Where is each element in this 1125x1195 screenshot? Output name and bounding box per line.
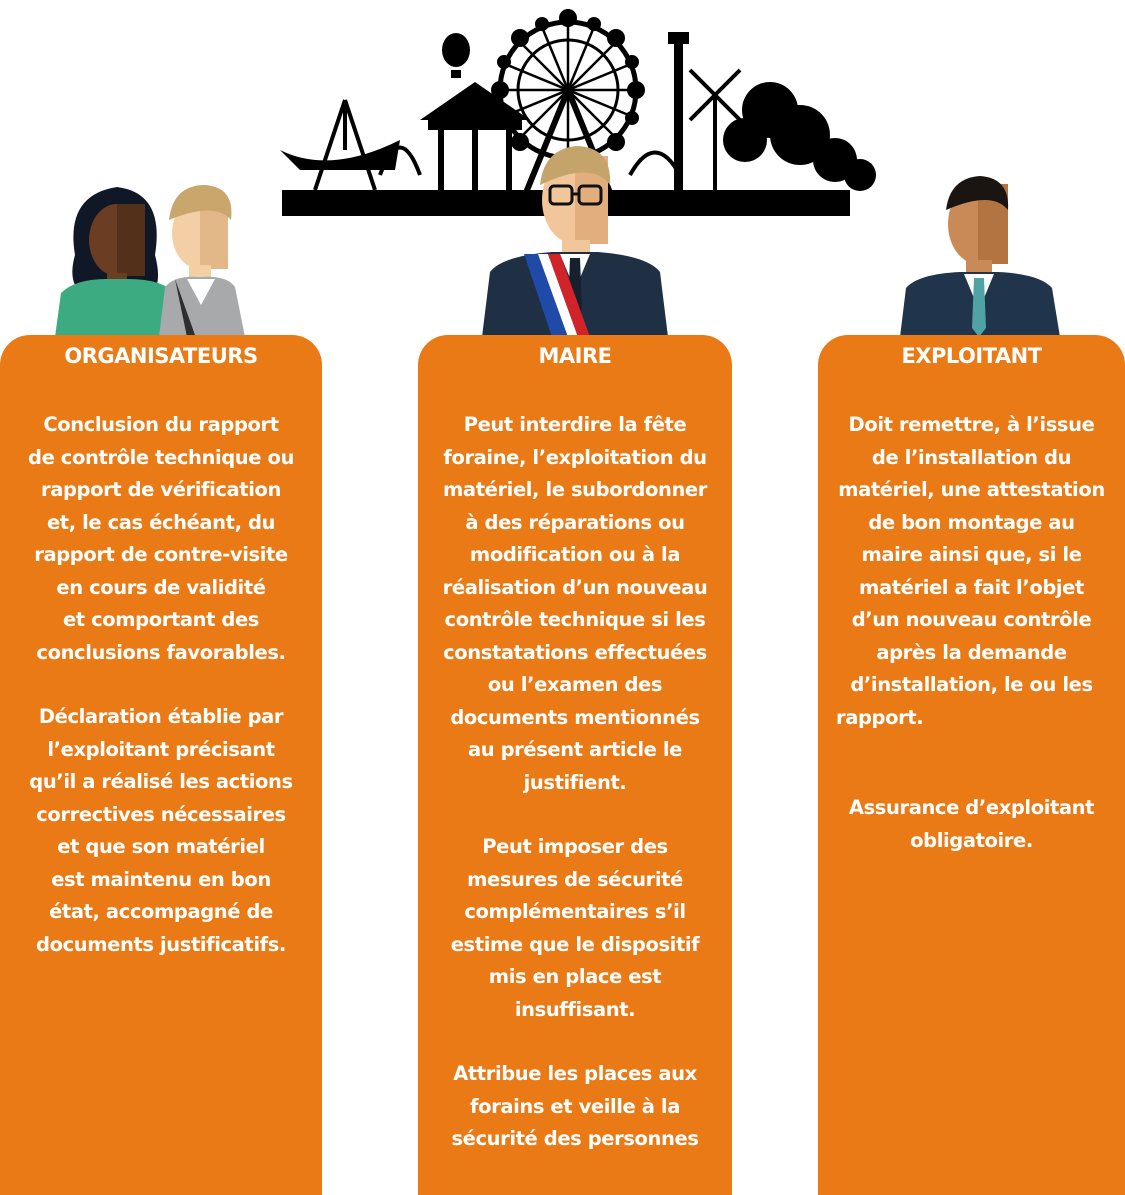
text-line: ou l’examen des [487, 673, 663, 696]
paragraph: Assurance d’exploitant obligatoire. [818, 792, 1125, 857]
text-line: Doit remettre, à l’issue [848, 413, 1095, 436]
column-title: EXPLOITANT [901, 344, 1042, 368]
column-body: Doit remettre, à l’issue de l’installati… [818, 409, 1125, 857]
text-line: de l’installation du [871, 445, 1072, 469]
text-line: matériel, le subordonner [443, 478, 707, 501]
text-line: et comportant des [62, 608, 260, 631]
mayor-person-icon [482, 146, 668, 337]
text-line: l’exploitant précisant [47, 737, 275, 761]
organizers-column: ORGANISATEURS Conclusion du rapport de c… [0, 335, 322, 1195]
text-line: mis en place est [488, 965, 662, 988]
column-title: ORGANISATEURS [64, 344, 258, 368]
text-line: foraine, l’exploitation du [443, 445, 707, 469]
text-line: état, accompagné de [49, 900, 273, 923]
organizers-people-icon [55, 185, 245, 337]
text-line: Assurance d’exploitant [848, 796, 1095, 819]
text-line: Peut interdire la fête [463, 413, 687, 436]
text-line: de bon montage au [868, 510, 1075, 534]
text-line: forains et veille à la [470, 1094, 680, 1118]
text-line: documents justificatifs. [36, 932, 286, 956]
paragraph: Peut interdire la fête foraine, l’exploi… [418, 409, 732, 799]
mayor-column: MAIRE Peut interdire la fête foraine, l’… [418, 335, 732, 1195]
text-line: documents mentionnés [450, 705, 700, 729]
text-line: et, le cas échéant, du [46, 510, 276, 534]
text-line: réalisation d’un nouveau [442, 575, 708, 599]
paragraph: Doit remettre, à l’issue de l’installati… [818, 409, 1125, 734]
text-line: Déclaration établie par [38, 705, 284, 728]
text-line: contrôle technique si les [444, 608, 706, 631]
text-line: qu’il a réalisé les actions [29, 770, 293, 793]
text-line: à des réparations ou [465, 510, 685, 534]
paragraph: Déclaration établie par l’exploitant pré… [0, 701, 322, 961]
paragraph: Peut imposer des mesures de sécurité com… [418, 831, 732, 1026]
text-line: est maintenu en bon [51, 867, 271, 891]
paragraph: Conclusion du rapport de contrôle techni… [0, 409, 322, 669]
operator-column: EXPLOITANT Doit remettre, à l’issue de l… [818, 335, 1125, 1195]
text-line: rapport de contre-visite [34, 543, 288, 566]
text-line: d’installation, le ou les [850, 673, 1093, 696]
text-line: Attribue les places aux [453, 1062, 697, 1085]
text-line: Conclusion du rapport [43, 413, 279, 436]
text-line: de contrôle technique ou [28, 445, 294, 469]
text-line: matériel a fait l’objet [859, 575, 1084, 599]
text-line: modification ou à la [469, 543, 681, 566]
column-title: MAIRE [538, 344, 612, 368]
fairground-silhouette-icon [280, 9, 876, 216]
text-line: insuffisant. [514, 997, 636, 1021]
text-line: obligatoire. [910, 828, 1033, 852]
text-line: après la demande [876, 640, 1067, 664]
text-line: rapport. [836, 705, 924, 729]
text-line: en cours de validité [56, 575, 266, 599]
column-body: Conclusion du rapport de contrôle techni… [0, 409, 322, 961]
text-line: complémentaires s’il [464, 900, 686, 923]
text-line: maire ainsi que, si le [861, 543, 1082, 566]
text-line: matériel, une attestation [838, 478, 1105, 501]
text-line: d’un nouveau contrôle [851, 608, 1092, 631]
text-line: sécurité des personnes [451, 1127, 699, 1150]
column-body: Peut interdire la fête foraine, l’exploi… [418, 409, 732, 1156]
text-line: constatations effectuées [443, 640, 707, 664]
text-line: conclusions favorables. [36, 640, 286, 664]
text-line: Peut imposer des [482, 835, 668, 858]
operator-person-icon [900, 176, 1060, 337]
text-line: justifient. [523, 770, 627, 794]
text-line: et que son matériel [57, 835, 265, 858]
text-line: mesures de sécurité [467, 867, 683, 891]
text-line: estime que le dispositif [450, 932, 700, 956]
text-line: rapport de vérification [41, 478, 281, 501]
text-line: correctives nécessaires [36, 802, 286, 826]
text-line: au présent article le [467, 738, 682, 761]
paragraph: Attribue les places aux forains et veill… [418, 1058, 732, 1156]
